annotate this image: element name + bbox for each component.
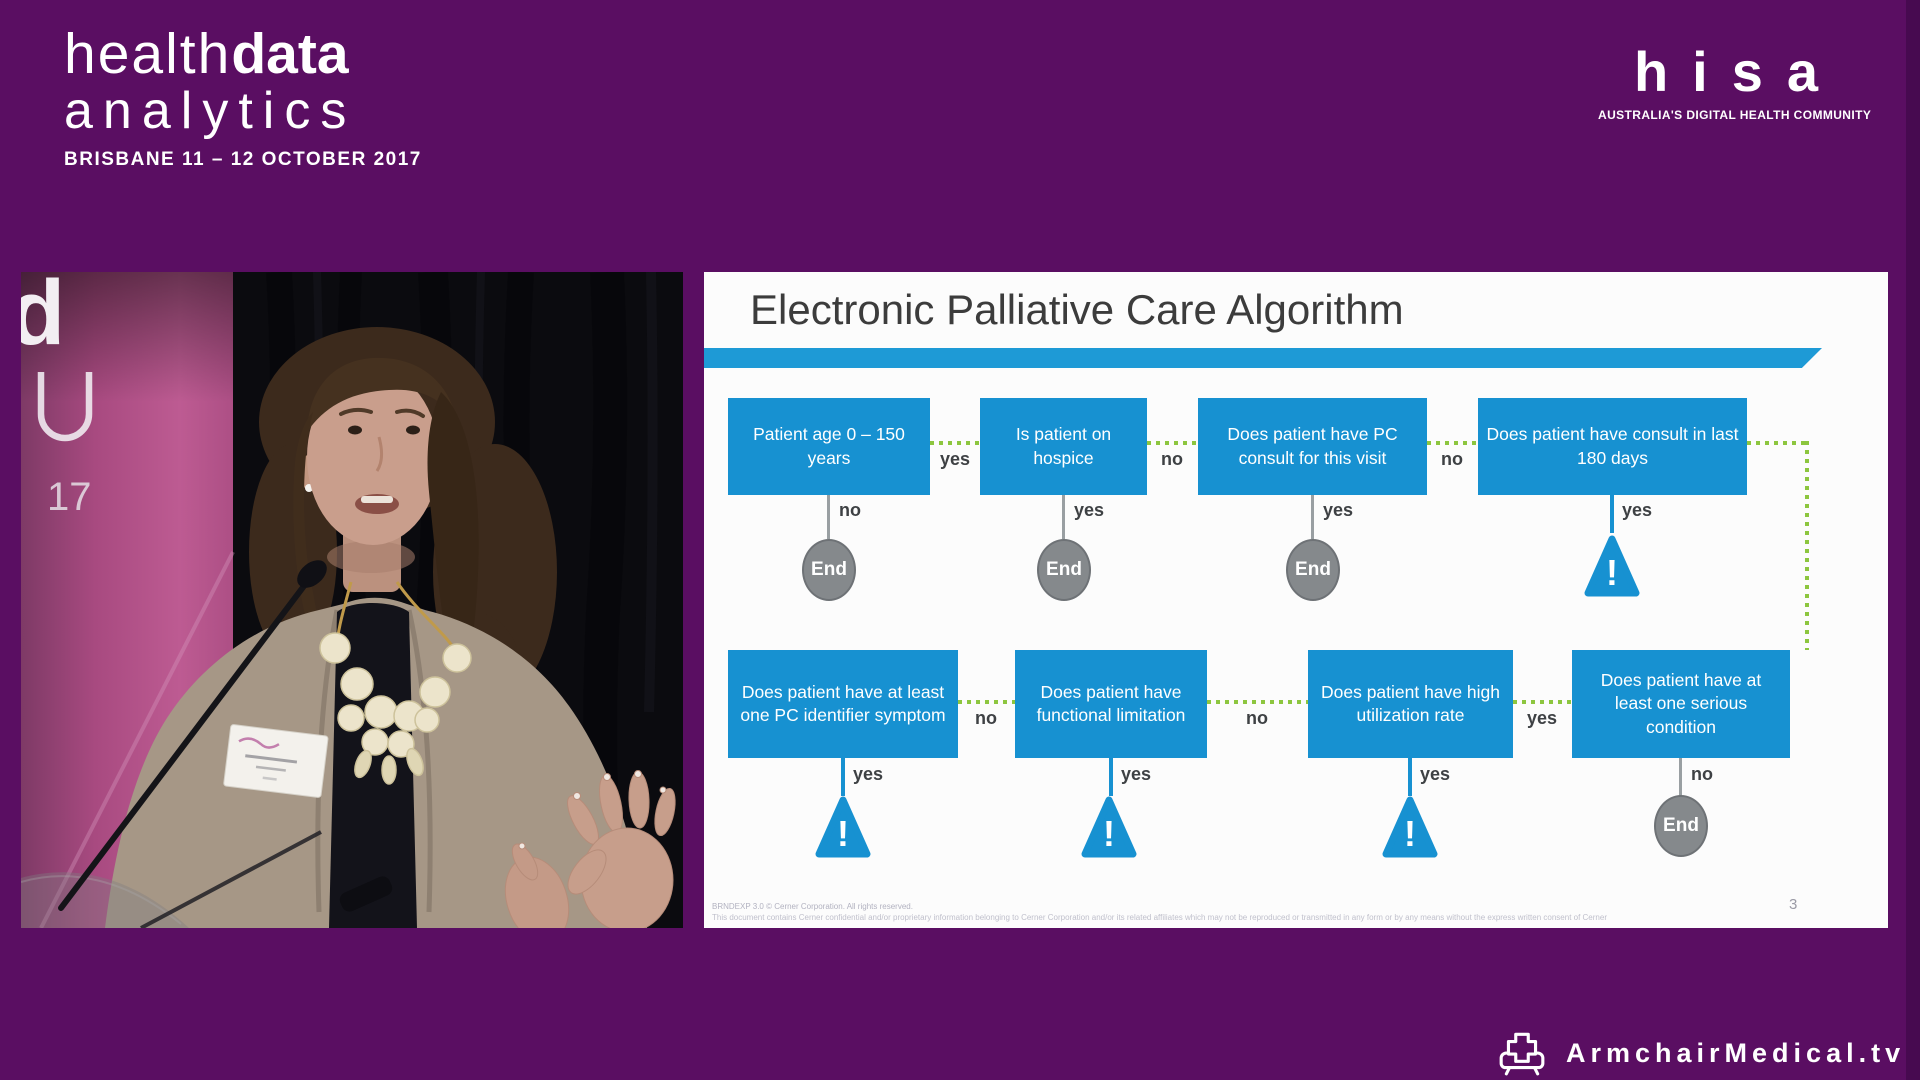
slide-page-number: 3 bbox=[1789, 896, 1798, 913]
connector-row1-3 bbox=[1427, 441, 1478, 445]
wrap-connector-horizontal bbox=[1747, 441, 1809, 445]
title-underline-bar bbox=[704, 348, 1822, 368]
flow-box-functional-limitation: Does patient have functional limitation bbox=[1015, 650, 1207, 758]
banner-glyph-u bbox=[37, 372, 93, 442]
presenter-illustration: d 17 bbox=[9, 262, 683, 944]
connector-label: no bbox=[975, 708, 997, 728]
event-logo-word-health: health bbox=[64, 22, 232, 86]
frame-edge-strip bbox=[1906, 0, 1920, 1080]
slide-fineprint-line1: BRNDEXP 3.0 © Cerner Corporation. All ri… bbox=[712, 902, 913, 911]
watermark-brand: ArmchairMedical.tv bbox=[1566, 1038, 1906, 1068]
banner-glyph-17: 17 bbox=[47, 475, 92, 519]
connector-label: yes bbox=[939, 449, 971, 469]
connector-label: no bbox=[1246, 708, 1268, 728]
stem bbox=[1610, 495, 1614, 533]
end-node: End bbox=[1654, 795, 1708, 857]
hands bbox=[504, 770, 676, 944]
flow-box-high-utilization: Does patient have high utilization rate bbox=[1308, 650, 1513, 758]
microphone-capsule bbox=[297, 560, 327, 588]
hisa-logo-mark: hisa bbox=[1633, 40, 1843, 103]
name-badge bbox=[223, 724, 329, 798]
flow-box-pc-consult-visit: Does patient have PC consult for this vi… bbox=[1198, 398, 1427, 495]
necklace bbox=[319, 632, 472, 785]
branch-label: no bbox=[1691, 764, 1713, 784]
stem bbox=[1062, 495, 1065, 539]
wrap-connector-vertical bbox=[1805, 441, 1809, 650]
flow-box-serious-condition: Does patient have at least one serious c… bbox=[1572, 650, 1790, 758]
event-date: BRISBANE 11 – 12 OCTOBER 2017 bbox=[64, 149, 422, 170]
alert-glyph: ! bbox=[1404, 813, 1416, 854]
slide-panel: Electronic Palliative Care Algorithm Pat… bbox=[704, 272, 1888, 928]
connector-row2-1 bbox=[958, 700, 1015, 704]
stem bbox=[1408, 758, 1412, 796]
alert-triangle: ! bbox=[1081, 796, 1137, 858]
slide-title: Electronic Palliative Care Algorithm bbox=[750, 286, 1404, 333]
alert-glyph: ! bbox=[837, 813, 849, 854]
end-node: End bbox=[802, 539, 856, 601]
slide-fineprint-line2: This document contains Cerner confidenti… bbox=[712, 913, 1607, 922]
alert-glyph: ! bbox=[1606, 552, 1618, 593]
armchair-medical-icon bbox=[1499, 1032, 1545, 1076]
stem bbox=[1311, 495, 1314, 539]
event-logo-line1: healthdata bbox=[64, 26, 422, 83]
flow-box-patient-age: Patient age 0 – 150 years bbox=[728, 398, 930, 495]
branch-label: yes bbox=[1323, 500, 1354, 520]
hisa-logo-tagline: AUSTRALIA'S DIGITAL HEALTH COMMUNITY bbox=[1598, 108, 1872, 122]
alert-glyph: ! bbox=[1103, 813, 1115, 854]
stem bbox=[1109, 758, 1113, 796]
flow-box-pc-identifier-symptom: Does patient have at least one PC identi… bbox=[728, 650, 958, 758]
banner-glyph-d: d bbox=[21, 272, 65, 364]
connector-label: no bbox=[1441, 449, 1463, 469]
alert-triangle: ! bbox=[815, 796, 871, 858]
event-logo: healthdata analytics BRISBANE 11 – 12 OC… bbox=[64, 26, 422, 171]
connector-row2-2 bbox=[1207, 700, 1308, 704]
branch-label: no bbox=[839, 500, 861, 520]
hisa-logo: hisa AUSTRALIA'S DIGITAL HEALTH COMMUNIT… bbox=[1598, 40, 1872, 123]
connector-label: no bbox=[1161, 449, 1183, 469]
end-node: End bbox=[1037, 539, 1091, 601]
branch-label: yes bbox=[1622, 500, 1653, 520]
presenter-remote bbox=[339, 876, 393, 912]
event-logo-line2: analytics bbox=[64, 82, 357, 140]
stem bbox=[827, 495, 830, 539]
presenter bbox=[20, 327, 676, 944]
stem bbox=[1679, 758, 1682, 797]
branch-label: yes bbox=[1121, 764, 1152, 784]
flow-box-hospice: Is patient on hospice bbox=[980, 398, 1147, 495]
microphone-boom bbox=[58, 575, 313, 911]
event-logo-word-data: data bbox=[231, 22, 349, 86]
branch-label: yes bbox=[1420, 764, 1451, 784]
alert-triangle: ! bbox=[1382, 796, 1438, 858]
branch-label: yes bbox=[853, 764, 884, 784]
branch-label: yes bbox=[1074, 500, 1105, 520]
connector-label: yes bbox=[1526, 708, 1558, 728]
connector-row1-1 bbox=[930, 441, 980, 445]
end-node: End bbox=[1286, 539, 1340, 601]
alert-triangle: ! bbox=[1584, 535, 1640, 597]
presenter-video-panel: d 17 bbox=[9, 262, 683, 944]
connector-row2-3 bbox=[1513, 700, 1572, 704]
stem bbox=[841, 758, 845, 796]
connector-row1-2 bbox=[1147, 441, 1198, 445]
flow-box-consult-180-days: Does patient have consult in last 180 da… bbox=[1478, 398, 1747, 495]
